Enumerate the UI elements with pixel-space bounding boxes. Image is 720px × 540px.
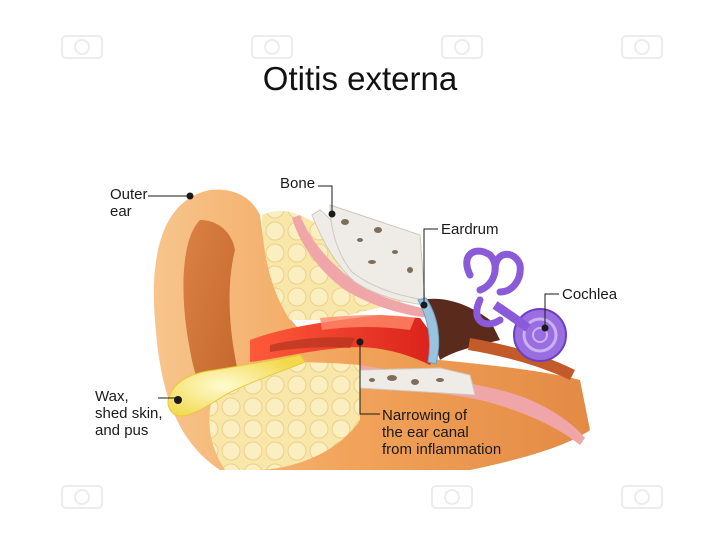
bone-block-upper [329,204,426,301]
label-narrowing-line-2: the ear canal [382,424,469,441]
watermark-camera-icon [61,485,103,509]
label-cochlea: Cochlea [562,286,618,303]
canal-swelling [320,314,415,330]
leader-narrowing [359,342,380,415]
watermark-camera-icon [621,485,663,509]
label-wax-line-1: Wax, [95,388,129,405]
label-outer-ear: Outer ear [110,186,148,220]
eustachian-tube [468,338,575,380]
bone-pores [341,219,444,385]
cochlea-spiral [513,308,567,362]
watermark-camera-icon [621,35,663,59]
wax-blob [167,354,306,417]
fat-tissue-lower [209,362,360,470]
label-narrowing-line-3: from inflammation [382,441,502,458]
concha-shape [183,220,240,410]
leader-bone [318,185,333,214]
label-wax-line-3: and pus [95,422,149,439]
label-outer-ear-line-1: Outer [110,186,148,203]
canal-debris [270,337,355,352]
label-narrowing-line-1: Narrowing of [382,407,468,424]
watermark-camera-icon [251,35,293,59]
label-narrowing: Narrowing of the ear canal from inflamma… [382,407,501,458]
watermark-camera-icon [431,485,473,509]
canal-lining-upper [292,215,430,318]
page-title: Otitis externa [262,60,458,97]
label-eardrum: Eardrum [441,221,499,238]
label-outer-ear-line-2: ear [110,203,132,220]
leader-eardrum [423,228,438,305]
leader-cochlea [544,293,559,328]
label-wax-line-2: shed skin, [95,405,163,422]
label-bone: Bone [280,175,316,192]
eardrum-shape [417,297,440,365]
watermark-camera-icon [61,35,103,59]
label-wax: Wax, shed skin, and pus [95,388,163,439]
watermark-camera-icon [441,35,483,59]
cochlea-shape [463,247,524,328]
